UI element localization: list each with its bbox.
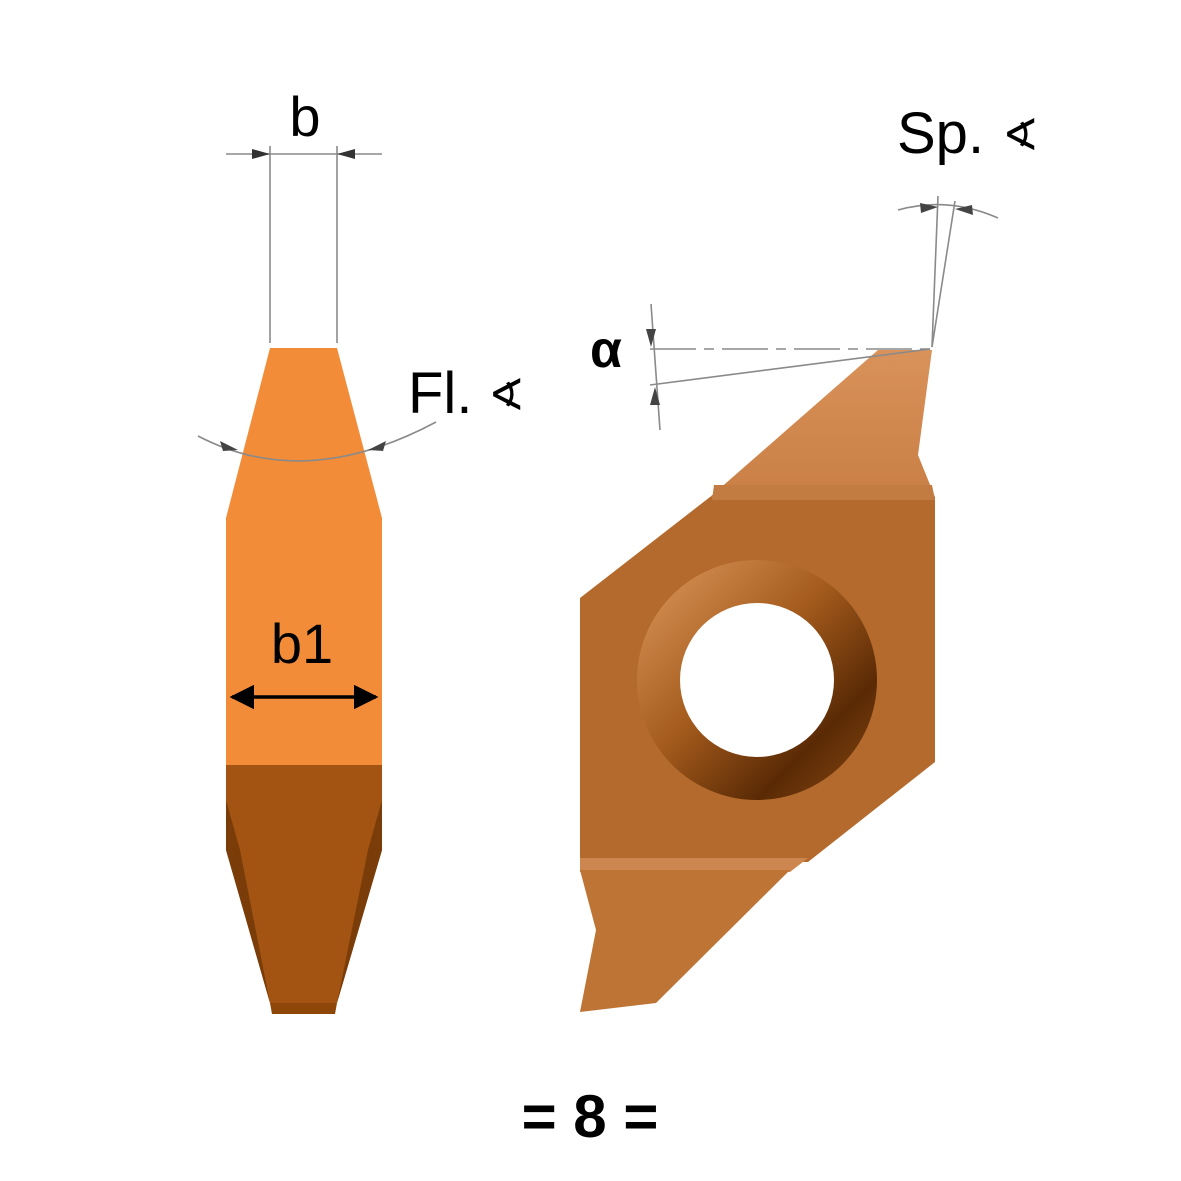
insert-bottom-face: [580, 870, 790, 1012]
side-view-light-face: [226, 348, 382, 765]
dim-b-arrow-left: [252, 149, 270, 159]
alpha-angle-line: [649, 348, 931, 386]
insert-top-face: [710, 350, 935, 497]
chip-angle-line-tilted: [931, 200, 956, 348]
chip-arrow-right: [955, 205, 973, 215]
alpha-extension: [650, 303, 661, 431]
label-chip: Sp.: [897, 101, 984, 166]
side-view-dark-face: [226, 765, 382, 1003]
dim-b-arrow-right: [337, 149, 355, 159]
mounting-hole: [680, 603, 834, 757]
alpha-arrow-bottom: [650, 387, 660, 405]
label-b: b: [289, 85, 320, 148]
chip-angle-line-vertical: [931, 195, 939, 348]
label-b1: b1: [271, 612, 333, 675]
flank-arrow-left: [220, 441, 238, 451]
flank-arrow-right: [368, 441, 386, 451]
label-flank: Fl.: [408, 361, 472, 426]
side-view-right-edge: [337, 800, 382, 1003]
alpha-arrow-top: [646, 329, 656, 347]
flank-angle-symbol: ∢: [488, 371, 525, 420]
insert-bottom-ledge: [580, 858, 808, 872]
chip-angle-arc: [897, 203, 999, 219]
chip-arrow-left: [920, 203, 938, 213]
insert-code: = 8 =: [522, 1083, 659, 1150]
side-view-left-edge: [226, 800, 270, 1003]
insert-top-ledge: [712, 485, 935, 500]
insert-view: Sp. ∢ α: [580, 101, 1039, 1012]
side-view-bottom-edge: [270, 1003, 337, 1014]
side-view: b Fl. ∢ b1: [197, 85, 525, 1014]
chip-angle-symbol: ∢: [1002, 111, 1039, 160]
label-alpha: α: [590, 321, 622, 379]
